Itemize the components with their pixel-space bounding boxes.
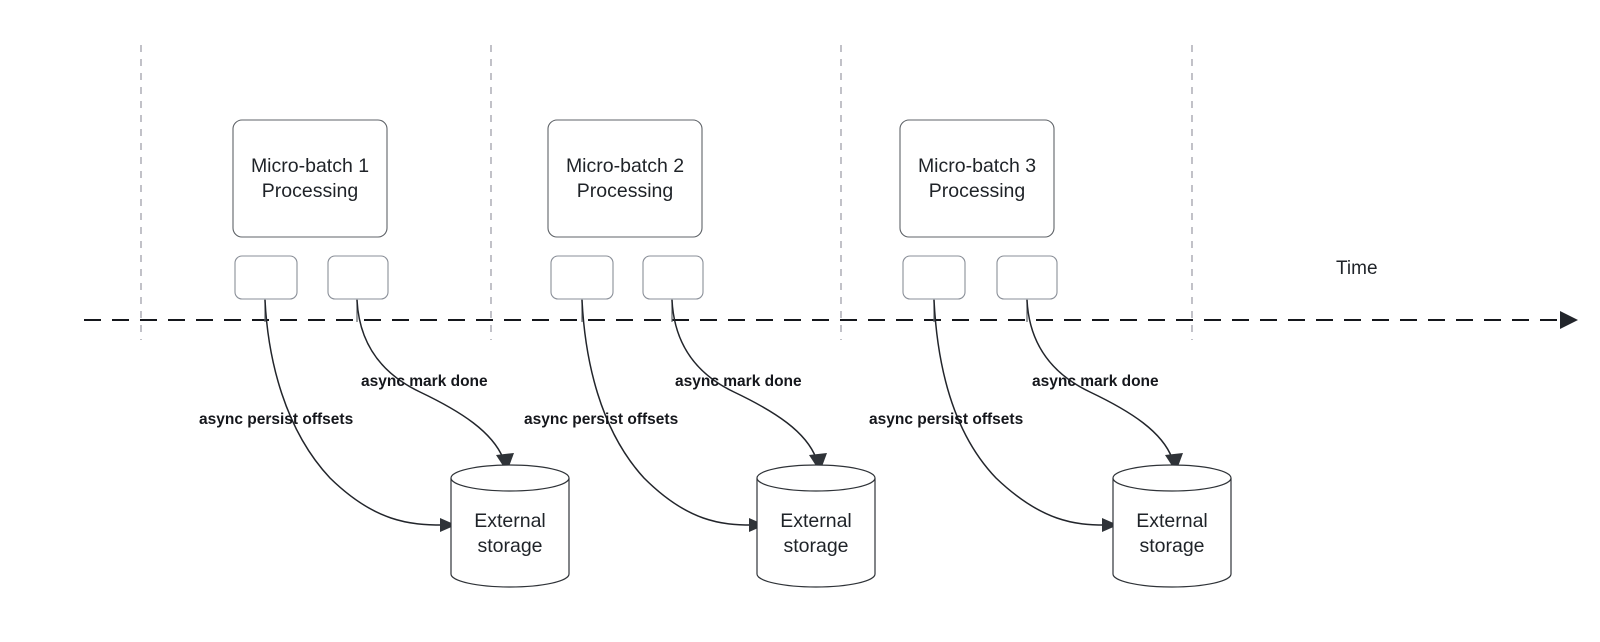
micro-batch-3-box[interactable] <box>899 119 1055 238</box>
external-storage-2-label-line1: External <box>780 510 852 532</box>
micro-batch-2-box[interactable] <box>547 119 703 238</box>
edge-mark-done-3 <box>1026 299 1173 459</box>
micro-batch-1-box[interactable] <box>232 119 388 238</box>
edge-label-persist-offsets-2: async persist offsets <box>524 411 678 428</box>
external-storage-1-label-line2: storage <box>477 535 542 557</box>
group-1: Micro-batch 1 Processing External storag… <box>199 119 570 588</box>
edge-mark-done-2 <box>671 299 817 459</box>
micro-batch-3-label-line2: Processing <box>929 180 1025 202</box>
time-axis-arrowhead <box>1560 311 1578 329</box>
micro-batch-3-label-line1: Micro-batch 3 <box>918 155 1036 177</box>
edge-label-persist-offsets-3: async persist offsets <box>869 411 1023 428</box>
micro-batch-2-label-line1: Micro-batch 2 <box>566 155 684 177</box>
micro-batch-1-label-line2: Processing <box>262 180 358 202</box>
external-storage-3-label-line2: storage <box>1139 535 1204 557</box>
edge-mark-done-1 <box>356 299 504 459</box>
external-storage-1-label-line1: External <box>474 510 546 532</box>
edge-label-mark-done-2: async mark done <box>675 373 802 390</box>
edge-label-mark-done-3: async mark done <box>1032 373 1159 390</box>
group-2: Micro-batch 2 Processing External storag… <box>524 119 876 588</box>
edge-mark-done-1-arrowhead <box>496 453 514 472</box>
edge-persist-offsets-3-arrowhead <box>1102 518 1118 532</box>
edge-mark-done-2-arrowhead <box>809 453 827 472</box>
external-storage-3-label-line1: External <box>1136 510 1208 532</box>
time-axis-label: Time <box>1336 258 1378 279</box>
external-storage-2[interactable]: External storage <box>756 464 876 588</box>
task-2a-box[interactable] <box>550 255 614 300</box>
task-3b-box[interactable] <box>996 255 1058 300</box>
edge-persist-offsets-2 <box>581 299 753 526</box>
task-1b-box[interactable] <box>327 255 389 300</box>
time-axis: Time <box>84 258 1578 329</box>
edge-persist-offsets-1-arrowhead <box>440 518 456 532</box>
edge-persist-offsets-3 <box>933 299 1106 526</box>
edge-mark-done-3-arrowhead <box>1165 453 1183 472</box>
task-2b-box[interactable] <box>642 255 704 300</box>
external-storage-2-label-line2: storage <box>783 535 848 557</box>
external-storage-3[interactable]: External storage <box>1112 464 1232 588</box>
task-3a-box[interactable] <box>902 255 966 300</box>
task-1a-box[interactable] <box>234 255 298 300</box>
edge-persist-offsets-1 <box>264 299 444 526</box>
micro-batch-2-label-line2: Processing <box>577 180 673 202</box>
edge-label-persist-offsets-1: async persist offsets <box>199 411 353 428</box>
group-3: Micro-batch 3 Processing External storag… <box>869 119 1232 588</box>
micro-batch-1-label-line1: Micro-batch 1 <box>251 155 369 177</box>
external-storage-1[interactable]: External storage <box>450 464 570 588</box>
edge-label-mark-done-1: async mark done <box>361 373 488 390</box>
